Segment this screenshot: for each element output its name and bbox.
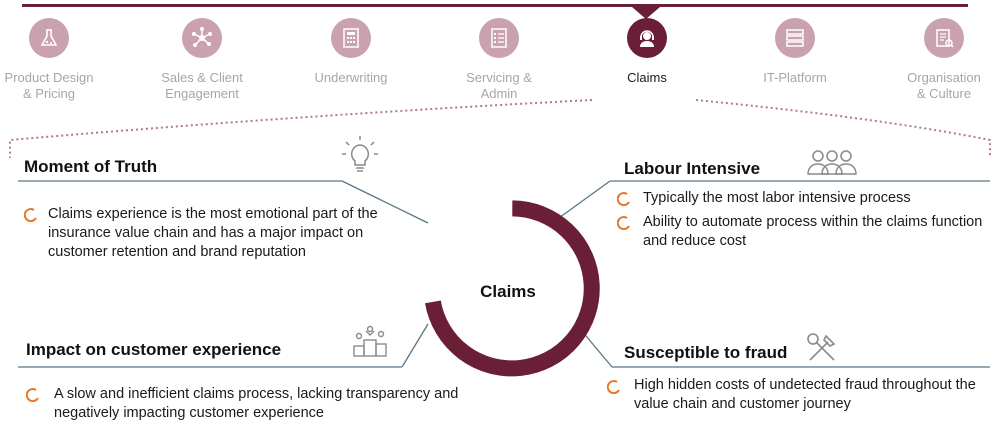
- step-label: Servicing & Admin: [466, 70, 532, 101]
- calculator-icon: [331, 18, 371, 58]
- flare-left: [9, 99, 593, 158]
- step-label: Underwriting: [314, 70, 388, 85]
- bullet-text: High hidden costs of undetected fraud th…: [634, 377, 976, 412]
- connector-moment: [341, 180, 429, 224]
- step-label: Sales & Client Engagement: [161, 70, 243, 101]
- lightbulb-icon: [338, 134, 382, 183]
- bullet-text: Typically the most labor intensive proce…: [643, 190, 911, 206]
- step-product-design[interactable]: Product Design & Pricing: [0, 18, 114, 102]
- checklist-icon: [479, 18, 519, 58]
- section-title-moment: Moment of Truth: [24, 157, 158, 176]
- bullet-icon: [25, 388, 40, 403]
- server-icon: [775, 18, 815, 58]
- section-title-fraud: Susceptible to fraud: [624, 343, 788, 362]
- step-label: Organisation & Culture: [907, 70, 981, 101]
- step-claims[interactable]: Claims: [582, 18, 712, 86]
- flask-icon: [29, 18, 69, 58]
- org-document-icon: [924, 18, 964, 58]
- bullet-text: Ability to automate process within the c…: [643, 214, 983, 249]
- podium-icon: [350, 322, 390, 363]
- center-label: Claims: [480, 282, 536, 301]
- step-label: IT-Platform: [763, 70, 827, 85]
- bullet-icon: [616, 192, 631, 207]
- step-sales-client[interactable]: Sales & Client Engagement: [137, 18, 267, 102]
- tools-icon: [804, 330, 840, 371]
- step-label: Product Design & Pricing: [4, 70, 94, 101]
- bullet-text: Claims experience is the most emotional …: [48, 206, 378, 260]
- people-icon: [804, 148, 860, 183]
- agent-headset-icon: [627, 18, 667, 58]
- step-organisation[interactable]: Organisation & Culture: [879, 18, 1000, 102]
- claims-ring: [425, 200, 600, 377]
- bullet-text: A slow and inefficient claims process, l…: [54, 386, 459, 421]
- active-step-pointer: [632, 7, 660, 19]
- section-title-labour: Labour Intensive: [624, 159, 761, 178]
- bullet-icon: [616, 216, 631, 231]
- step-label: Claims: [627, 70, 667, 85]
- step-underwriting[interactable]: Underwriting: [286, 18, 416, 86]
- value-chain-bar: [22, 4, 968, 7]
- step-servicing-admin[interactable]: Servicing & Admin: [434, 18, 564, 102]
- section-title-impact: Impact on customer experience: [26, 340, 282, 359]
- bullet-icon: [606, 380, 621, 395]
- connector-impact: [401, 323, 429, 368]
- network-icon: [182, 18, 222, 58]
- bullet-icon: [23, 208, 38, 223]
- step-it-platform[interactable]: IT-Platform: [730, 18, 860, 86]
